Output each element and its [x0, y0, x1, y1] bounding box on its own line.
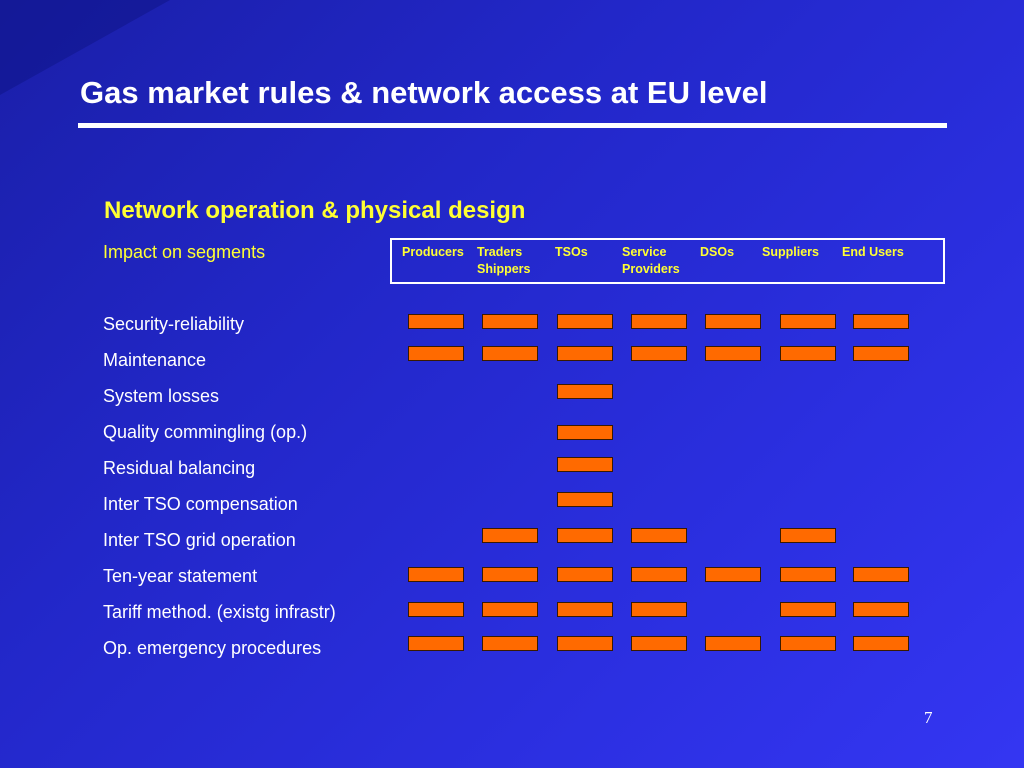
row-label: Quality commingling (op.) — [103, 422, 308, 442]
impact-mark — [408, 567, 464, 582]
impact-mark — [705, 636, 761, 651]
row-label: Maintenance — [103, 350, 207, 370]
impact-mark — [780, 528, 836, 543]
impact-mark — [631, 314, 687, 329]
impact-mark — [631, 567, 687, 582]
impact-mark — [408, 636, 464, 651]
row-label: Op. emergency procedures — [103, 638, 322, 658]
impact-mark — [705, 346, 761, 361]
impact-mark — [557, 314, 613, 329]
impact-mark — [557, 384, 613, 399]
impact-mark — [482, 602, 538, 617]
row-label: Ten-year statement — [103, 566, 258, 586]
impact-mark — [557, 567, 613, 582]
row-label: Tariff method. (existg infrastr) — [103, 602, 336, 622]
page-number: 7 — [924, 708, 933, 727]
impact-mark — [557, 457, 613, 472]
impact-mark — [557, 528, 613, 543]
row-label: Security-reliability — [103, 314, 245, 334]
impact-mark — [631, 636, 687, 651]
impact-mark — [853, 636, 909, 651]
row-label: Inter TSO compensation — [103, 494, 298, 514]
segment-label: TSOs — [555, 245, 588, 259]
row-label: Residual balancing — [103, 458, 256, 478]
segment-label: Suppliers — [762, 245, 819, 259]
impact-mark — [557, 602, 613, 617]
segment-label: Traders Shippers — [477, 245, 531, 276]
impact-mark — [408, 346, 464, 361]
title-underline — [78, 123, 947, 128]
segment-label: Service Providers — [622, 245, 680, 276]
impact-mark — [780, 636, 836, 651]
section-heading: Network operation & physical design — [104, 197, 526, 224]
row-label: Inter TSO grid operation — [103, 530, 296, 550]
slide-title: Gas market rules & network access at EU … — [80, 75, 768, 110]
impact-mark — [853, 346, 909, 361]
row-label: System losses — [103, 386, 220, 406]
impact-mark — [408, 314, 464, 329]
impact-mark — [482, 346, 538, 361]
segment-label: Producers — [402, 245, 464, 259]
section-subheading: Impact on segments — [103, 242, 266, 262]
corner-decoration — [0, 0, 170, 95]
impact-mark — [631, 346, 687, 361]
impact-mark — [853, 314, 909, 329]
impact-mark — [705, 314, 761, 329]
impact-mark — [557, 492, 613, 507]
impact-mark — [705, 567, 761, 582]
impact-mark — [482, 314, 538, 329]
impact-mark — [482, 636, 538, 651]
impact-mark — [557, 346, 613, 361]
impact-mark — [482, 567, 538, 582]
impact-mark — [853, 567, 909, 582]
impact-mark — [557, 636, 613, 651]
impact-mark — [631, 528, 687, 543]
impact-mark — [482, 528, 538, 543]
impact-mark — [780, 346, 836, 361]
segment-header-box — [390, 238, 945, 284]
impact-mark — [853, 602, 909, 617]
impact-mark — [780, 567, 836, 582]
impact-mark — [557, 425, 613, 440]
impact-mark — [780, 314, 836, 329]
impact-mark — [408, 602, 464, 617]
segment-label: DSOs — [700, 245, 735, 259]
segment-label: End Users — [842, 245, 904, 259]
impact-mark — [780, 602, 836, 617]
impact-mark — [631, 602, 687, 617]
